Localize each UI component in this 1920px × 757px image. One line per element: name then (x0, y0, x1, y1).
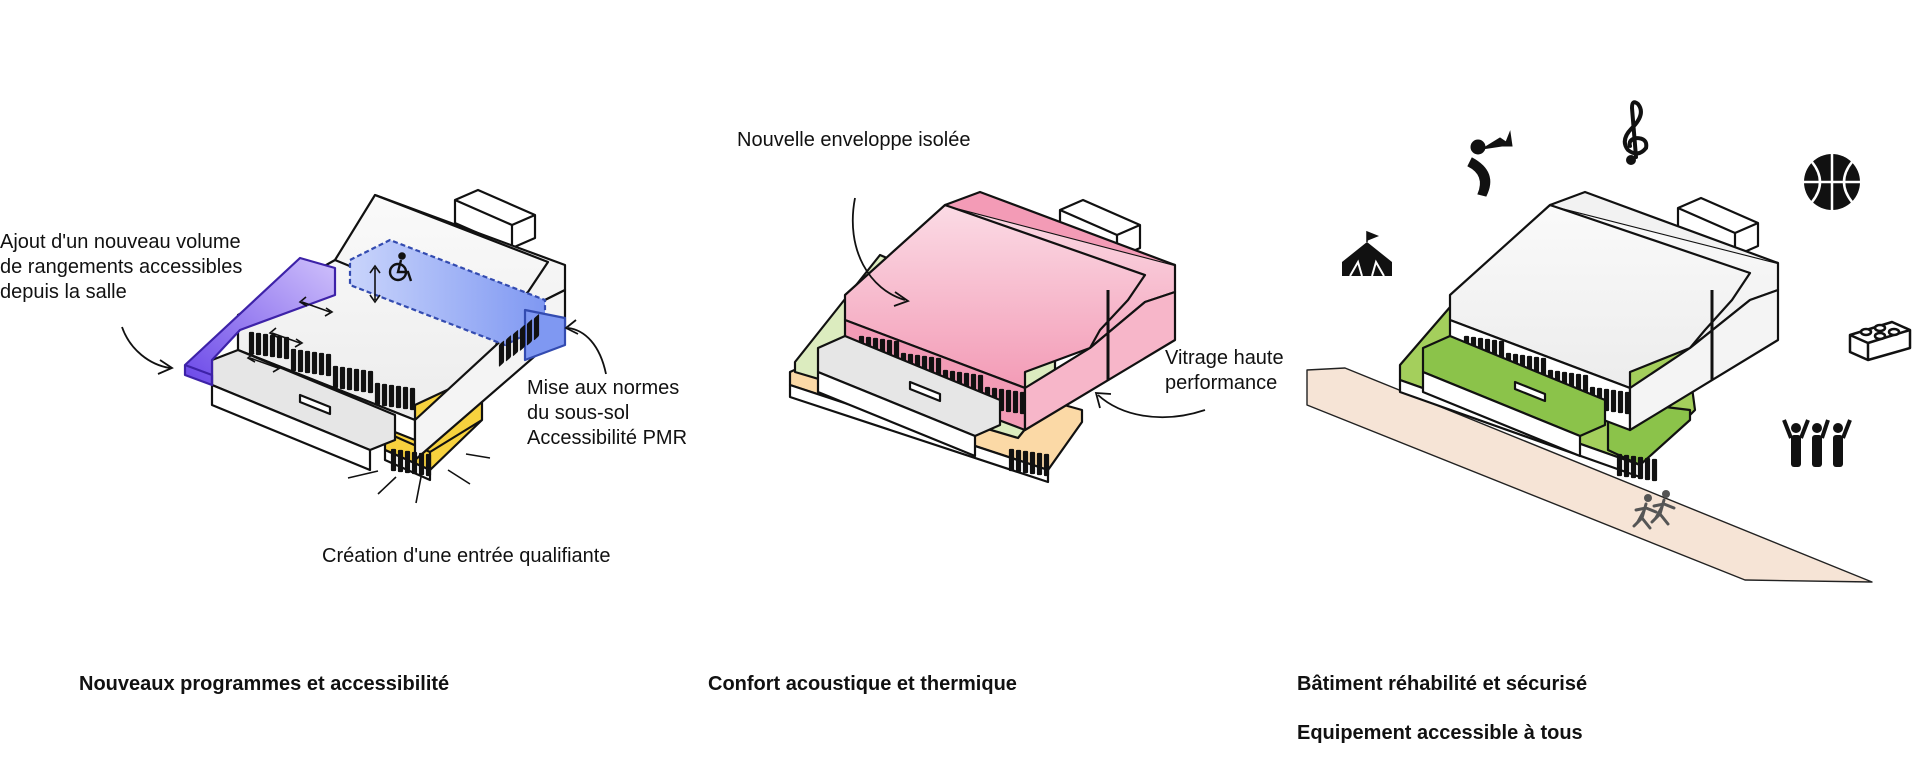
caption-accessible: Equipement accessible à tous (1297, 722, 1583, 744)
annotation-basement: Mise aux normes du sous-sol Accessibilit… (527, 376, 687, 451)
annotation-line: depuis la salle (0, 281, 127, 303)
annotation-entrance: Création d'une entrée qualifiante (322, 544, 610, 569)
annotation-line: Mise aux normes (527, 377, 680, 399)
cheering-people-icon (1782, 419, 1852, 467)
annotation-storage: Ajout d'un nouveau volume de rangements … (0, 230, 242, 305)
annotation-line: Accessibilité PMR (527, 427, 688, 449)
annotation-line: du sous-sol (527, 402, 630, 424)
annotation-line: Vitrage haute (1165, 347, 1284, 369)
circus-tent-icon (1342, 230, 1392, 277)
running-children-icon (1632, 490, 1676, 530)
diagram-2-building (788, 190, 1177, 484)
lego-brick-icon (1848, 320, 1912, 362)
annotation-envelope: Nouvelle enveloppe isolée (737, 128, 971, 153)
annotation-line: Ajout d'un nouveau volume (0, 231, 241, 253)
annotation-glazing: Vitrage haute performance (1165, 346, 1284, 396)
caption-programmes: Nouveaux programmes et accessibilité (79, 673, 450, 695)
caption-comfort: Confort acoustique et thermique (708, 673, 1017, 695)
diagram-1-building (183, 188, 567, 482)
diagram-3-building (1306, 190, 1873, 583)
annotation-line: Création d'une entrée qualifiante (322, 545, 611, 567)
annotation-line: de rangements accessibles (0, 256, 243, 278)
treble-clef-icon (1622, 100, 1649, 165)
diagram-2-marks (851, 197, 1206, 419)
wheelchair-icon (388, 252, 413, 282)
basketball-icon (1804, 154, 1860, 210)
diagram-1-marks (121, 252, 607, 504)
caption-rehabilitated: Bâtiment réhabilité et sécurisé (1297, 673, 1588, 695)
trumpet-player-icon (1467, 130, 1513, 197)
annotation-line: performance (1165, 372, 1278, 394)
annotation-line: Nouvelle enveloppe isolée (737, 129, 971, 151)
